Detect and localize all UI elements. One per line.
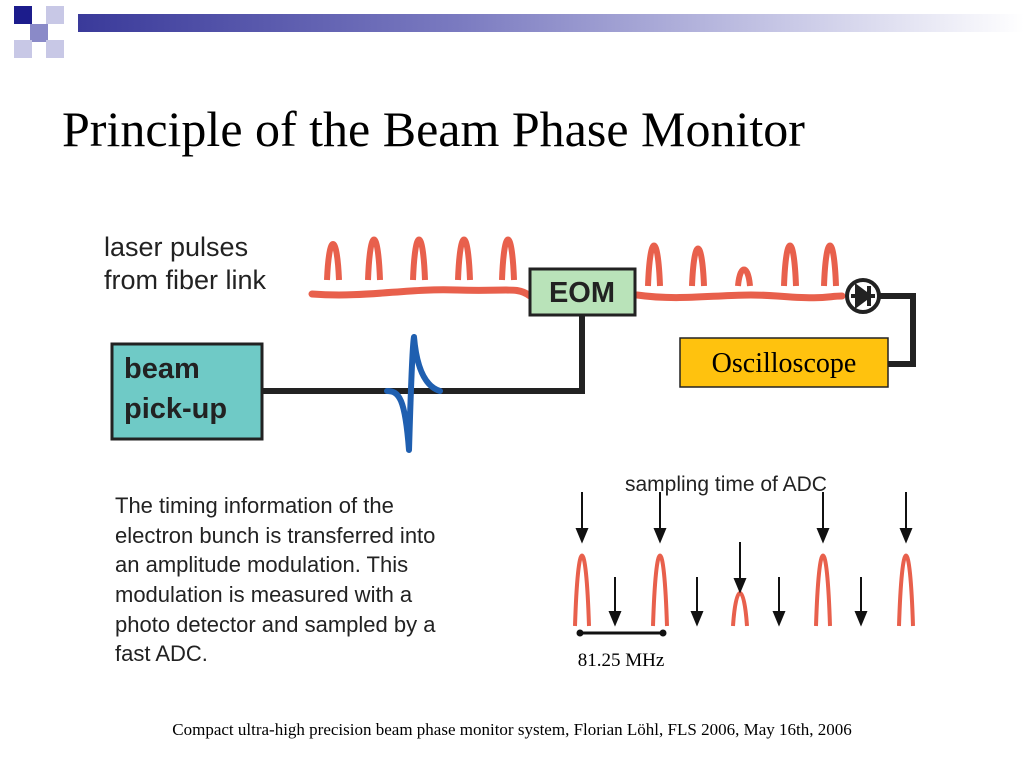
laser-pulses-label-line1: laser pulses	[104, 232, 248, 262]
photodiode-arrow	[851, 283, 875, 309]
sampling-time-label: sampling time of ADC	[625, 473, 827, 496]
frequency-label: 81.25 MHz	[578, 650, 665, 671]
oscilloscope-label: Oscilloscope	[712, 348, 857, 379]
period-marker-end	[659, 629, 667, 637]
sampling-arrows	[575, 492, 913, 627]
sampled-pulse-1	[573, 553, 591, 627]
source-caption: Compact ultra-high precision beam phase …	[172, 720, 852, 739]
corner-square-2	[46, 6, 64, 24]
output-pulse-1	[645, 242, 663, 287]
between-arrow-1	[608, 577, 622, 627]
pickup-cable	[262, 315, 585, 394]
description-line-4: modulation is measured with a	[115, 582, 413, 607]
corner-square-4	[14, 40, 32, 58]
output-pulse-4	[781, 242, 799, 287]
sampling-arrow-5	[899, 492, 913, 544]
laser-pulses-label-line2: from fiber link	[104, 265, 267, 295]
description-line-3: an amplitude modulation. This	[115, 552, 408, 577]
pickup-signal-waveform	[384, 334, 443, 453]
output-pulse-5	[821, 242, 839, 287]
input-pulse-5	[499, 236, 517, 281]
beam-phase-monitor-diagram: laser pulses from fiber link EOM beam pi…	[47, 192, 945, 704]
input-pulse-1	[324, 241, 342, 281]
corner-square-1	[14, 6, 32, 24]
period-marker-start	[576, 629, 584, 637]
sampled-pulse-2	[651, 553, 669, 627]
corner-square-3	[30, 24, 48, 42]
input-pulse-2	[365, 236, 383, 281]
between-arrow-4	[854, 577, 868, 627]
title-gradient-bar	[78, 14, 1024, 32]
between-arrow-2	[690, 577, 704, 627]
corner-square-5	[46, 40, 64, 58]
sampled-pulse-4	[814, 553, 832, 627]
description-line-1: The timing information of the	[115, 493, 394, 518]
input-pulse-3	[410, 236, 428, 281]
description-line-6: fast ADC.	[115, 641, 208, 666]
sampling-arrow-1	[575, 492, 589, 544]
fiber-link-left	[308, 286, 534, 300]
beam-pickup-label-line1: beam	[124, 353, 200, 385]
beam-pickup-label-line2: pick-up	[124, 393, 227, 425]
oscilloscope-box	[679, 337, 889, 388]
input-pulse-4	[455, 236, 473, 281]
beam-pickup-box	[110, 342, 264, 441]
between-arrow-3	[772, 577, 786, 627]
sampling-arrow-3	[733, 542, 747, 594]
description-line-2: electron bunch is transferred into	[115, 523, 435, 548]
photodiode-cable	[879, 293, 916, 367]
output-pulse-2	[689, 245, 707, 287]
description-line-5: photo detector and sampled by a	[115, 612, 436, 637]
sampling-arrow-4	[816, 492, 830, 544]
fiber-link-right	[633, 291, 846, 302]
eom-box	[528, 267, 637, 317]
output-pulse-3	[735, 266, 753, 287]
page-title: Principle of the Beam Phase Monitor	[62, 101, 805, 157]
sampling-arrow-2	[653, 492, 667, 544]
sampled-pulse-5	[897, 553, 915, 627]
eom-label: EOM	[549, 277, 615, 309]
